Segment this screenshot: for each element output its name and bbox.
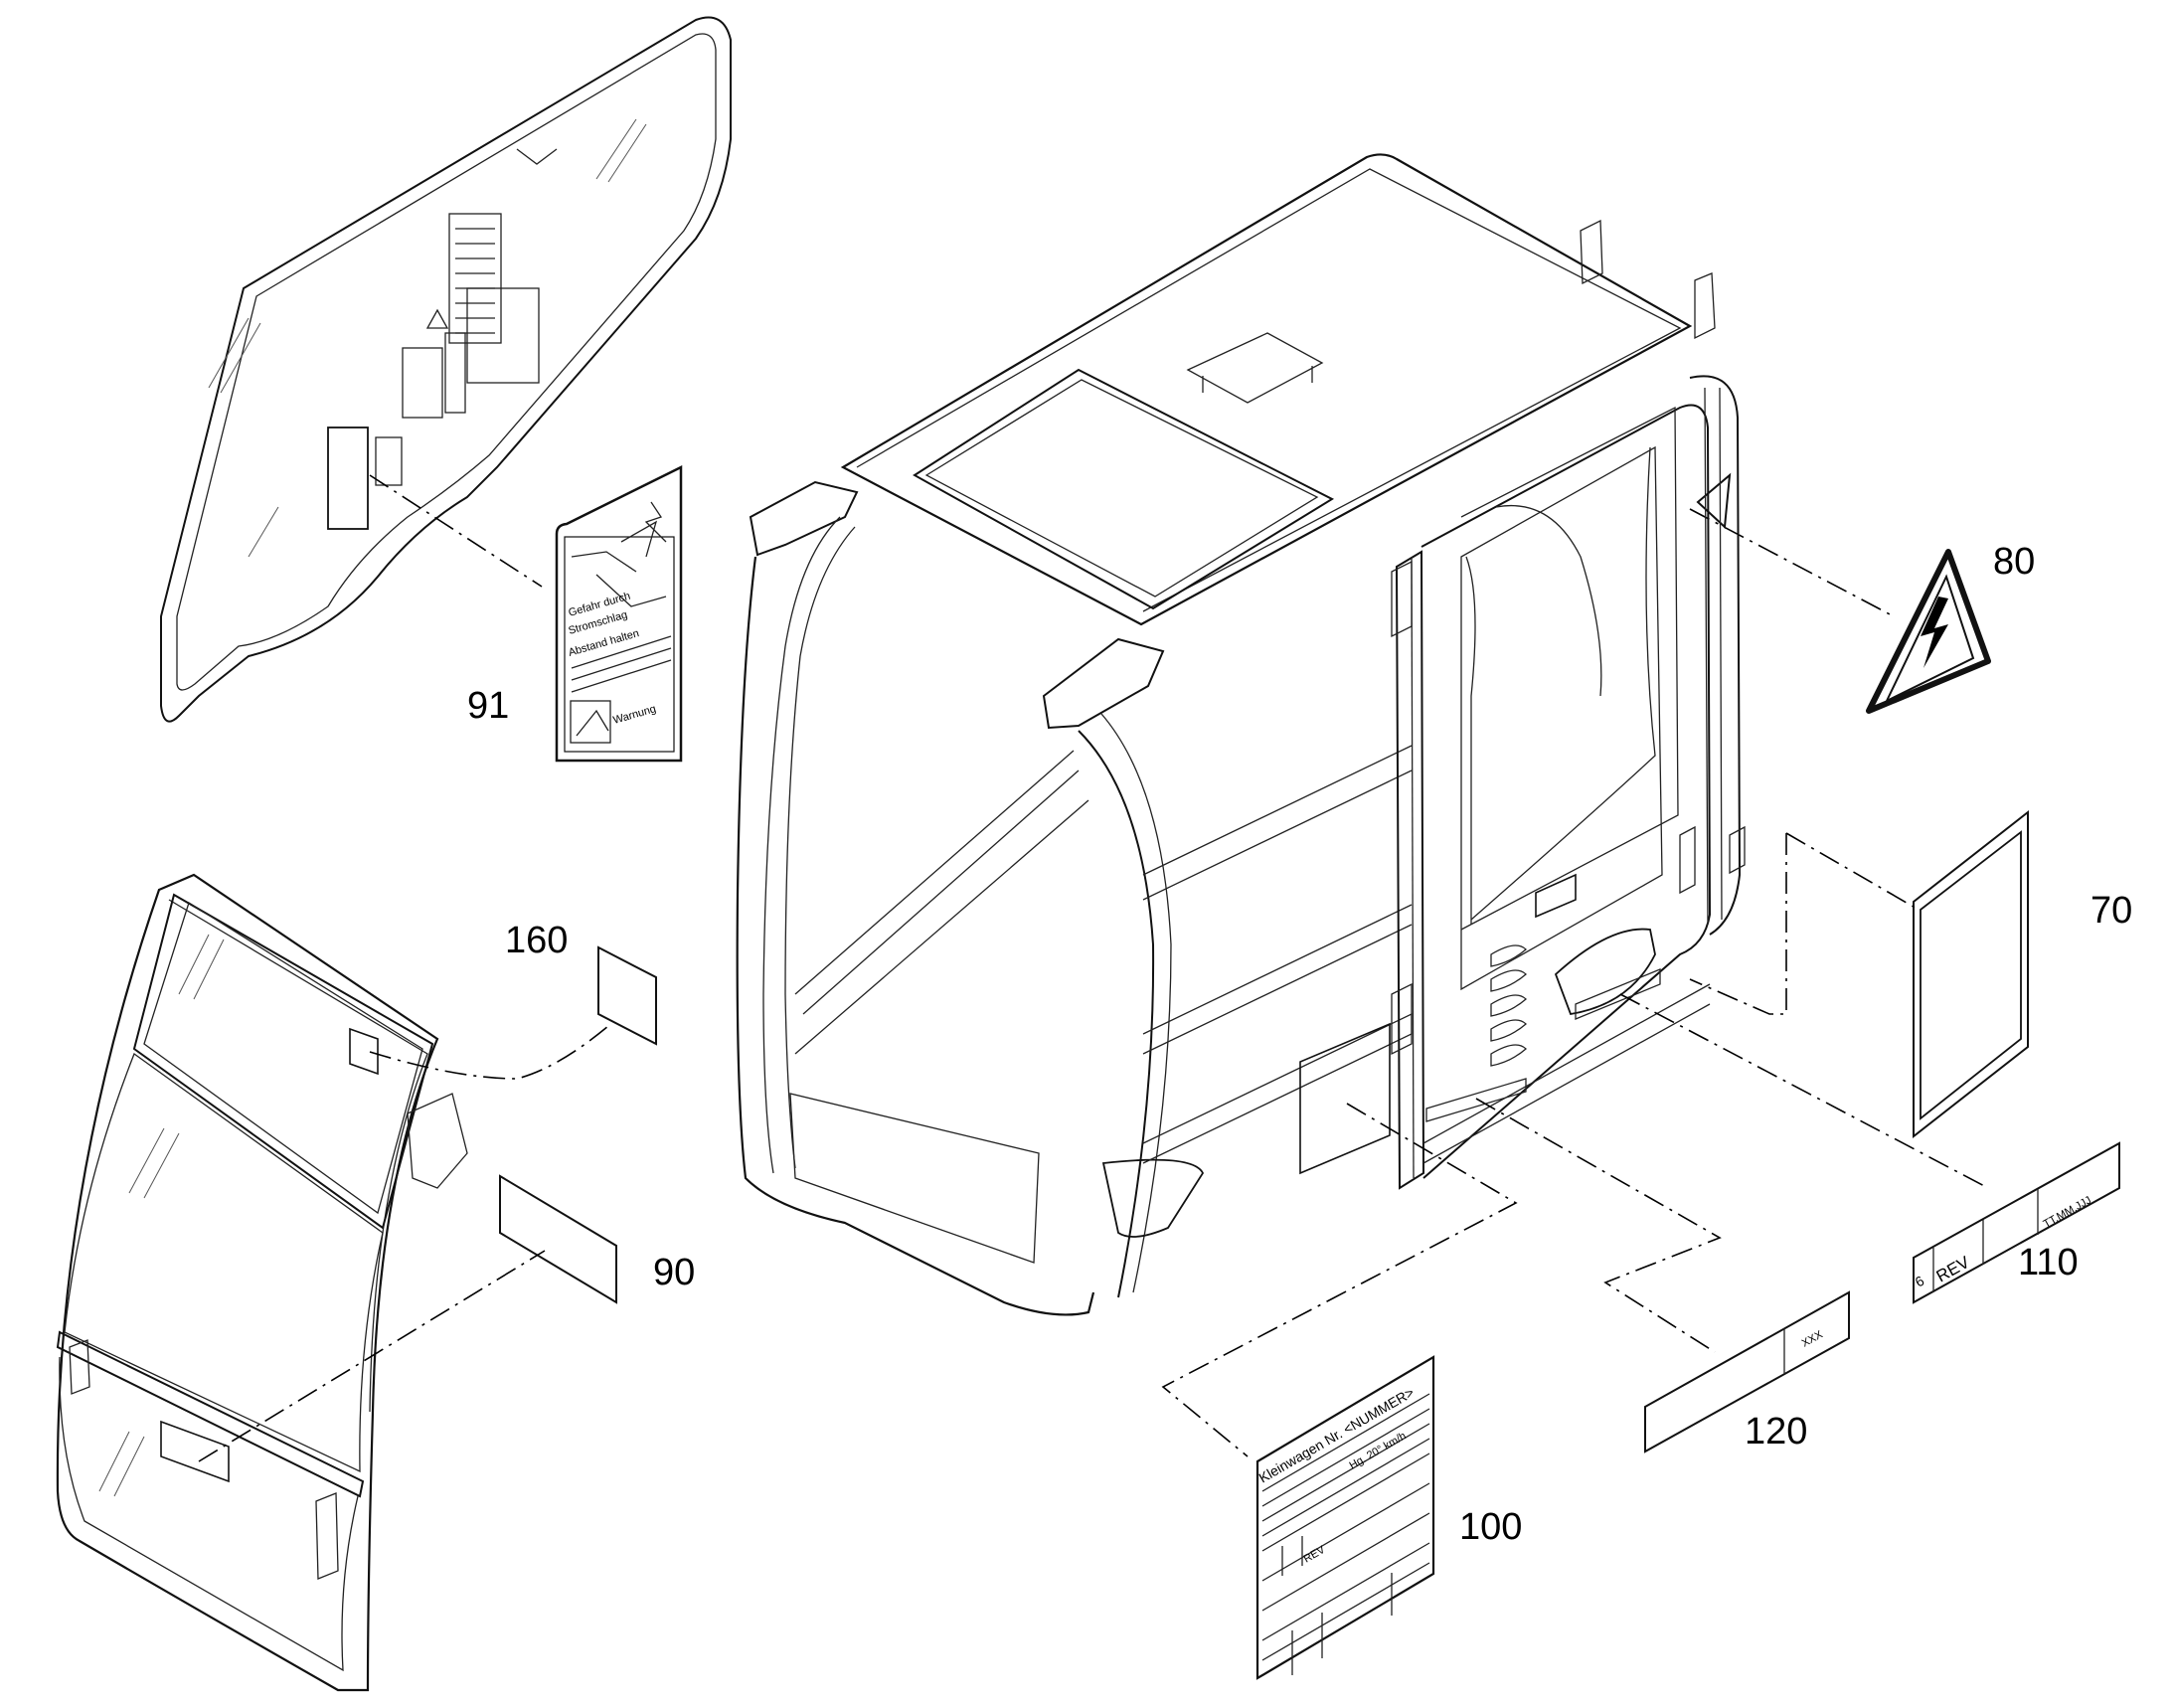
cab-door-glass <box>56 873 468 1692</box>
rear-window-glass <box>160 16 732 723</box>
label-80-electrical-hazard <box>1689 472 1991 714</box>
label-120-code: XXX <box>1800 1328 1826 1349</box>
label-110-date: TT.MM.JJJ <box>2042 1194 2093 1230</box>
electrical-hazard-icon <box>1866 549 1991 714</box>
callout-90: 90 <box>653 1252 695 1293</box>
label-90 <box>198 1174 617 1462</box>
callout-160: 160 <box>505 920 568 961</box>
callout-91: 91 <box>467 685 509 727</box>
callout-70: 70 <box>2090 890 2132 932</box>
label-70-first-aid <box>1689 809 2029 1139</box>
callout-100: 100 <box>1459 1506 1522 1548</box>
label-100-type-plate: Kleinwagen Nr. <NUMMER> REV Hg. 20° km/h <box>1256 1355 1435 1680</box>
leader-100 <box>1161 1103 1518 1457</box>
callout-80: 80 <box>1993 541 2035 583</box>
callout-110: 110 <box>2018 1242 2079 1283</box>
label-110-revision-plate: 6 REV TT.MM.JJJ <box>1913 1141 2120 1304</box>
leader-120 <box>1475 1098 1722 1353</box>
label-160 <box>369 945 657 1080</box>
label-100-rev: REV <box>1302 1544 1328 1566</box>
leader-110 <box>1619 993 1989 1189</box>
operator-cab-frame <box>736 153 1746 1316</box>
callout-120: 120 <box>1745 1411 1807 1452</box>
label-91-line-4: Warnung <box>612 703 658 727</box>
first-aid-cross-icon <box>1928 935 1998 1040</box>
